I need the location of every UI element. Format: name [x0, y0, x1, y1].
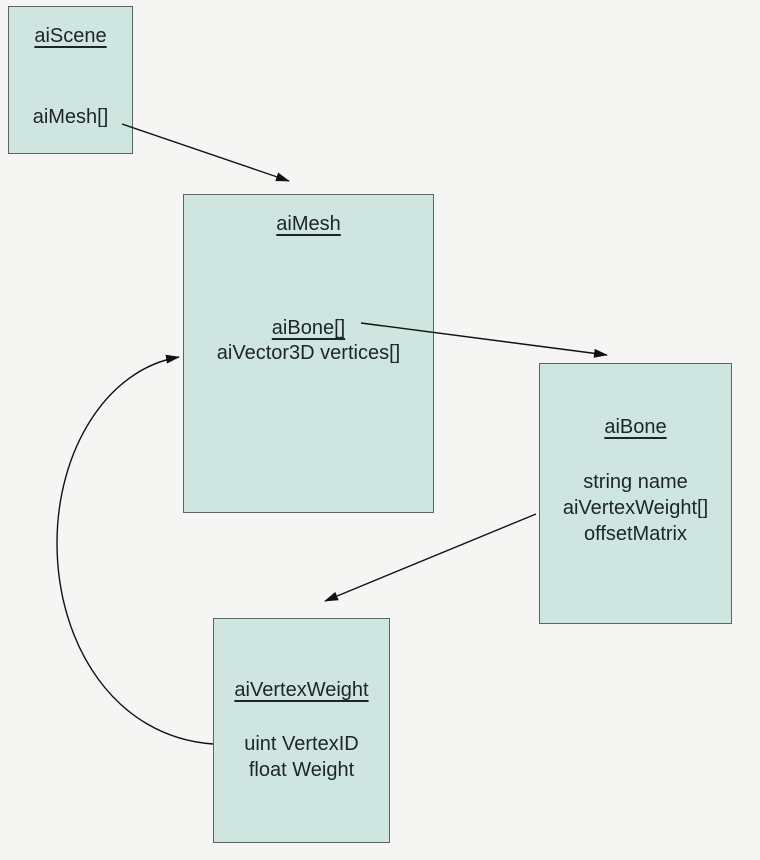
node-aiscene-title: aiScene: [34, 25, 107, 47]
node-aimesh-title: aiMesh: [276, 213, 341, 235]
node-aimesh-field-vertices: aiVector3D vertices[]: [216, 342, 401, 364]
node-aimesh: aiMesh aiBone[] aiVector3D vertices[]: [183, 194, 434, 513]
edge-aiscene-to-aimesh-arrow: [121, 123, 290, 182]
node-aivertexweight-field-vertexid: uint VertexID: [244, 733, 359, 755]
node-aibone-field-name: string name: [583, 471, 688, 493]
node-aibone-field-offsetmatrix: offsetMatrix: [584, 523, 687, 545]
node-aiscene: aiScene aiMesh[]: [8, 6, 133, 154]
node-aivertexweight: aiVertexWeight uint VertexID float Weigh…: [213, 618, 390, 843]
node-aivertexweight-field-weight: float Weight: [248, 759, 355, 781]
node-aibone-title: aiBone: [604, 416, 667, 438]
node-aibone-field-vertexweight: aiVertexWeight[]: [562, 497, 709, 519]
node-aivertexweight-title: aiVertexWeight: [234, 679, 369, 701]
edge-aibone-to-aivertexweight-arrow: [324, 513, 537, 602]
node-aimesh-field-aibone: aiBone[]: [271, 317, 346, 339]
node-aibone: aiBone string name aiVertexWeight[] offs…: [539, 363, 732, 624]
node-aiscene-field-aimesh: aiMesh[]: [32, 106, 109, 128]
